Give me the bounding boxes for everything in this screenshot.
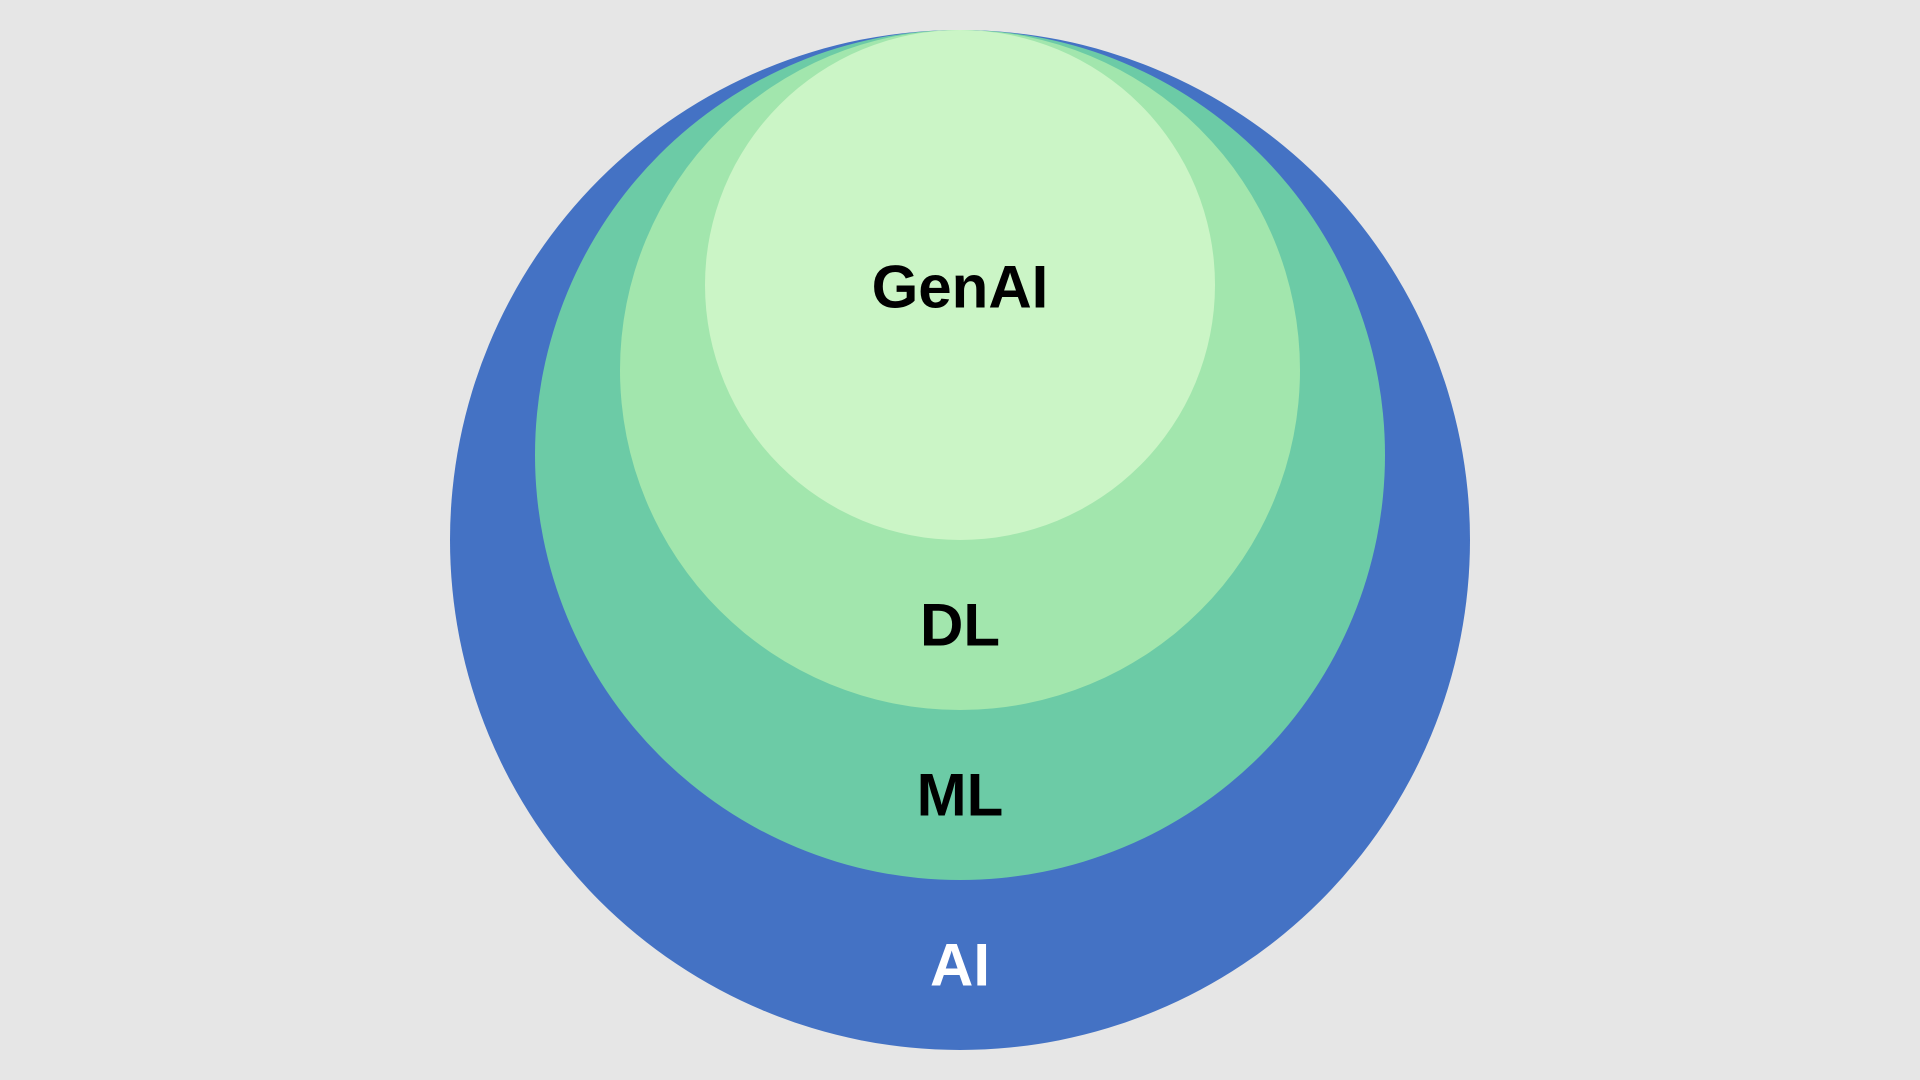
dl-label: DL (920, 592, 1000, 659)
genai-circle (705, 30, 1215, 540)
genai-label: GenAI (872, 254, 1049, 321)
ml-label: ML (917, 762, 1004, 829)
ai-label: AI (930, 932, 990, 999)
